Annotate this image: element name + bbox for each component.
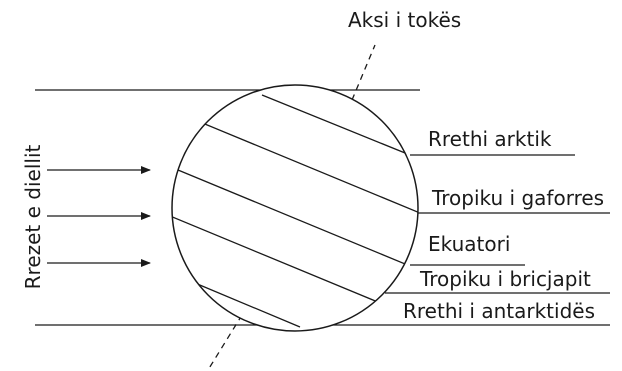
tropic-of-cancer-line <box>199 121 418 214</box>
equator-line <box>177 169 411 267</box>
sun-rays-label: Rrezet e diellit <box>21 144 45 289</box>
tropic-of-capricorn-line <box>172 215 386 306</box>
arctic-circle-line <box>261 94 411 156</box>
antarctic-circle-line <box>194 282 301 328</box>
capricorn-label: Tropiku i bricjapit <box>419 267 591 291</box>
earth-circle <box>171 84 419 332</box>
earth-axis-top <box>351 44 376 101</box>
equator-label: Ekuatori <box>428 232 510 256</box>
cancer-label: Tropiku i gaforres <box>431 186 604 210</box>
earth-axis-bottom <box>207 314 243 371</box>
antarctic-label: Rrethi i antarktidës <box>403 299 595 323</box>
axis-label: Aksi i tokës <box>348 8 461 32</box>
arctic-label: Rrethi arktik <box>428 127 552 151</box>
